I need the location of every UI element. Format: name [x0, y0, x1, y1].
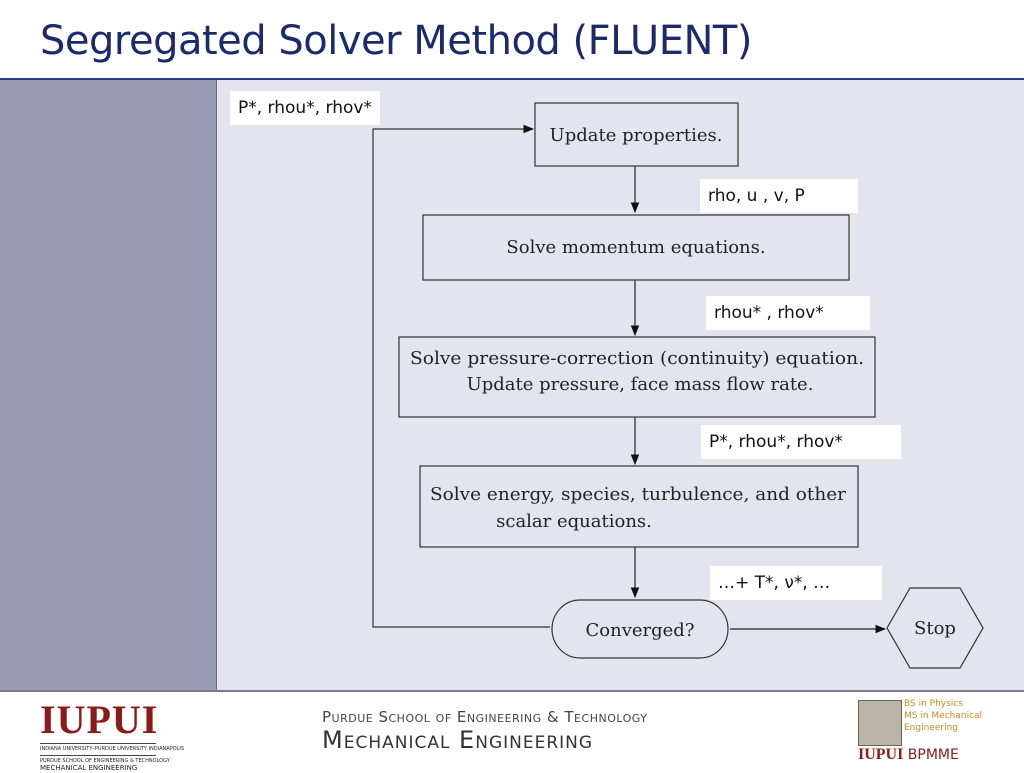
converged-decision — [551, 599, 729, 659]
slide-title: Segregated Solver Method (FLUENT) — [40, 18, 752, 64]
logo-rule — [40, 743, 156, 744]
energy-label-line1: Solve energy, species, turbulence, and o… — [430, 484, 846, 505]
left-sidebar-panel — [0, 80, 217, 690]
note-after-momentum: rhou* , rhov* — [706, 296, 870, 330]
school-name: Purdue School of Engineering & Technolog… — [322, 708, 648, 726]
logo-rule-2 — [40, 755, 156, 756]
energy-scalar-box — [419, 465, 859, 548]
note-after-update: rho, u , v, P — [700, 179, 858, 213]
pressure-label-line1: Solve pressure-correction (continuity) e… — [410, 348, 864, 369]
momentum-box — [422, 214, 850, 281]
title-divider — [0, 78, 1024, 80]
energy-label-line2: scalar equations. — [496, 511, 652, 532]
footer-divider — [0, 690, 1024, 692]
bpmme-logo: BS in Physics MS in Mechanical Engineeri… — [858, 698, 1018, 766]
pressure-label-line2: Update pressure, face mass flow rate. — [467, 374, 814, 395]
converged-label: Converged? — [586, 620, 695, 641]
pressure-correction-box — [398, 336, 876, 418]
content-panel — [217, 80, 1024, 690]
update-properties-label: Update properties. — [550, 125, 723, 146]
department-name-small: MECHANICAL ENGINEERING — [40, 764, 138, 772]
program-line-1: BS in Physics — [904, 699, 963, 709]
department-name: Mechanical Engineering — [322, 726, 594, 754]
program-line-2: MS in Mechanical — [904, 711, 983, 721]
school-name-small: PURDUE SCHOOL OF ENGINEERING & TECHNOLOG… — [40, 758, 170, 764]
note-after-energy: …+ T*, ν*, … — [710, 566, 882, 600]
stop-label: Stop — [914, 618, 956, 639]
stop-terminal — [886, 587, 984, 669]
note-after-pressure: P*, rhou*, rhov* — [701, 425, 901, 459]
iupui-logo-text: IUPUI — [40, 697, 159, 742]
iupui-logo-left: IUPUI INDIANA UNIVERSITY–PURDUE UNIVERSI… — [40, 697, 185, 773]
bpmme-label: BPMME — [907, 747, 959, 763]
building-image — [858, 700, 902, 746]
program-line-3: Engineering — [904, 723, 958, 733]
update-properties-box — [534, 102, 739, 167]
momentum-label: Solve momentum equations. — [506, 237, 765, 258]
university-name: INDIANA UNIVERSITY–PURDUE UNIVERSITY IND… — [40, 746, 185, 752]
iupui-logo-small: IUPUI — [858, 746, 904, 763]
school-banner: Purdue School of Engineering & Technolog… — [322, 708, 702, 754]
loop-back-connector — [372, 124, 550, 628]
flowchart: Update properties. Solve momentum equati… — [372, 102, 984, 669]
program-description: BS in Physics MS in Mechanical Engineeri… — [904, 698, 982, 734]
note-top-left: P*, rhou*, rhov* — [230, 91, 380, 125]
program-logo-text: IUPUI BPMME — [858, 746, 959, 764]
